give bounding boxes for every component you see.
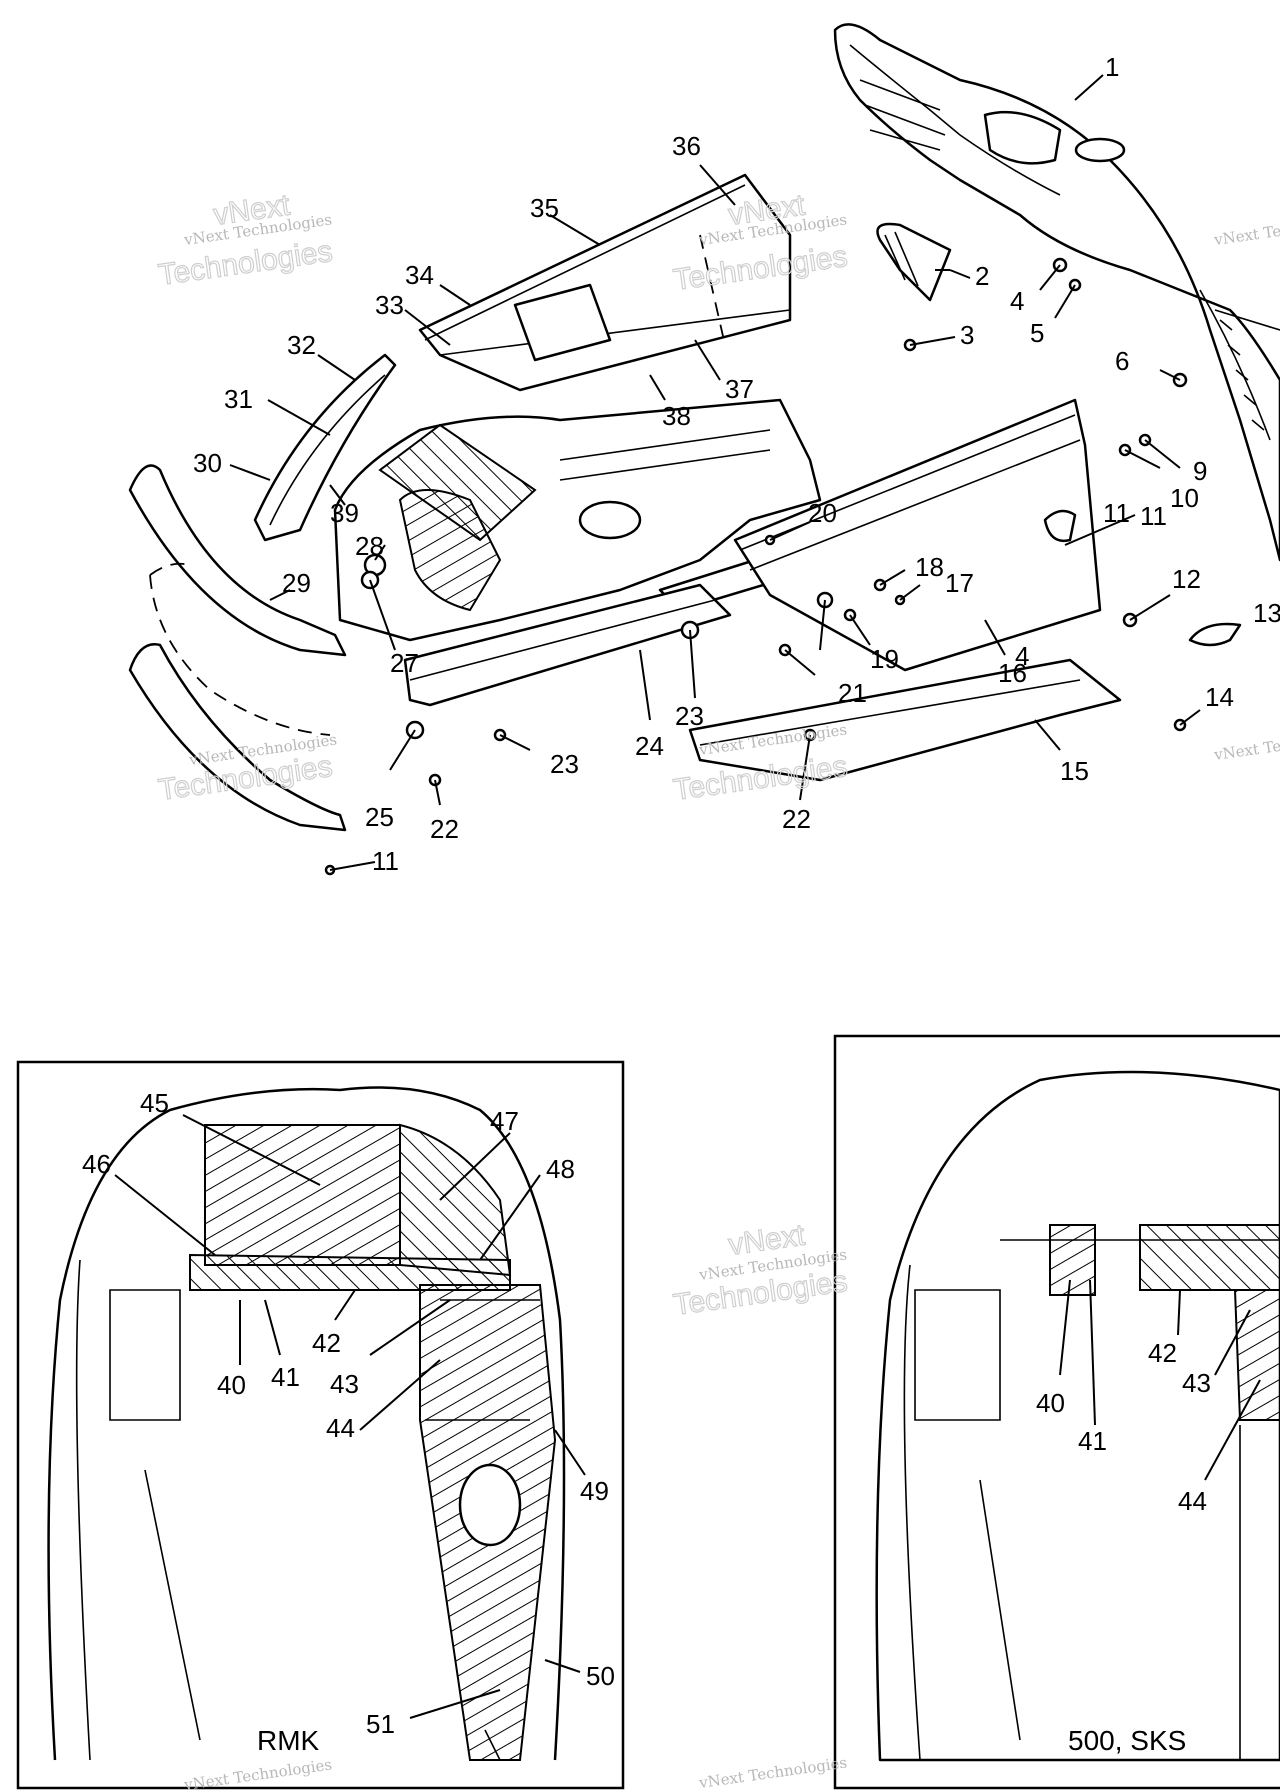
air-duct-part (876, 222, 952, 302)
exploded-view: 1 2 3 4 5 6 9 10 11 12 13 14 15 16 17 18… (128, 23, 1280, 876)
rmk-callout-43: 43 (330, 1369, 359, 1399)
rmk-callout-51: 51 (366, 1709, 395, 1739)
watermark-text: vNext Technologies (1212, 210, 1280, 249)
callout-37: 37 (725, 374, 754, 404)
rmk-callout-45: 45 (140, 1088, 169, 1118)
sks-callout-44: 44 (1178, 1486, 1207, 1516)
hood-top-part (833, 23, 1280, 562)
callout-24: 24 (635, 731, 664, 761)
windshield-part (253, 353, 397, 542)
watermark-text: Technologies (156, 235, 334, 292)
callout-6: 6 (1115, 346, 1129, 376)
callout-31: 31 (224, 384, 253, 414)
hood-panel-part (418, 173, 792, 392)
bumper-outline (149, 562, 331, 736)
callout-15: 15 (1060, 756, 1089, 786)
inset-rmk: 45 46 47 48 40 41 42 43 44 49 50 51 RMK (16, 1060, 625, 1790)
callout-16: 16 (998, 658, 1027, 688)
rmk-callout-47: 47 (490, 1106, 519, 1136)
callout-9: 9 (1193, 456, 1207, 486)
rmk-callout-44: 44 (326, 1413, 355, 1443)
sks-callout-41: 41 (1078, 1426, 1107, 1456)
callout-13: 13 (1253, 598, 1280, 628)
clip-part (1188, 622, 1242, 647)
callout-10: 10 (1170, 483, 1199, 513)
callout-38: 38 (662, 401, 691, 431)
skid-plate-part (128, 643, 347, 832)
watermark-text: vNext Technologies (697, 1753, 848, 1792)
callout-28: 28 (355, 531, 384, 561)
callout-19: 19 (870, 644, 899, 674)
callout-23a: 23 (675, 701, 704, 731)
callout-11b: 11 (1103, 498, 1130, 528)
rmk-callout-46: 46 (82, 1149, 111, 1179)
rmk-callout-41: 41 (271, 1362, 300, 1392)
inset-sks-label: 500, SKS (1068, 1725, 1186, 1756)
rmk-callout-50: 50 (586, 1661, 615, 1691)
rmk-callout-49: 49 (580, 1476, 609, 1506)
callout-35: 35 (530, 193, 559, 223)
left-side-panel-part (403, 583, 732, 707)
callout-4b: 4 (1015, 641, 1029, 671)
callout-29: 29 (282, 568, 311, 598)
inset-rmk-label: RMK (257, 1725, 320, 1756)
callout-23b: 23 (550, 749, 579, 779)
nosepan-part (333, 398, 822, 642)
callout-5: 5 (1030, 318, 1044, 348)
callout-18: 18 (915, 552, 944, 582)
watermark-text: vNext Technologies (1212, 725, 1280, 764)
callout-17: 17 (945, 568, 974, 598)
callout-2: 2 (975, 261, 989, 291)
callout-22b: 22 (430, 814, 459, 844)
callout-11c: 11 (372, 846, 399, 876)
inset-sks: 40 41 42 43 44 500, SKS (833, 1034, 1280, 1790)
rmk-callout-48: 48 (546, 1154, 575, 1184)
leader-lines (229, 74, 1201, 871)
rmk-callout-42: 42 (312, 1328, 341, 1358)
callout-36: 36 (672, 131, 701, 161)
callout-11: 11 (1140, 501, 1167, 531)
callout-20: 20 (808, 498, 837, 528)
sks-callout-40: 40 (1036, 1388, 1065, 1418)
callout-3: 3 (960, 320, 974, 350)
callout-34: 34 (405, 260, 434, 290)
callout-32: 32 (287, 330, 316, 360)
callout-33: 33 (375, 290, 404, 320)
callout-1: 1 (1105, 52, 1119, 82)
rmk-callout-40: 40 (217, 1370, 246, 1400)
callout-4: 4 (1010, 286, 1024, 316)
lower-side-panel-part (688, 658, 1122, 782)
callout-39: 39 (330, 498, 359, 528)
callout-27: 27 (390, 648, 419, 678)
sks-callout-42: 42 (1148, 1338, 1177, 1368)
bumper-part (128, 464, 347, 657)
callout-25: 25 (365, 802, 394, 832)
callout-21: 21 (838, 678, 867, 708)
callout-14: 14 (1205, 682, 1234, 712)
callout-12: 12 (1172, 564, 1201, 594)
sks-callout-43: 43 (1182, 1368, 1211, 1398)
callouts-main: 1 2 3 4 5 6 9 10 11 12 13 14 15 16 17 18… (193, 52, 1280, 876)
callout-30: 30 (193, 448, 222, 478)
callout-22a: 22 (782, 804, 811, 834)
